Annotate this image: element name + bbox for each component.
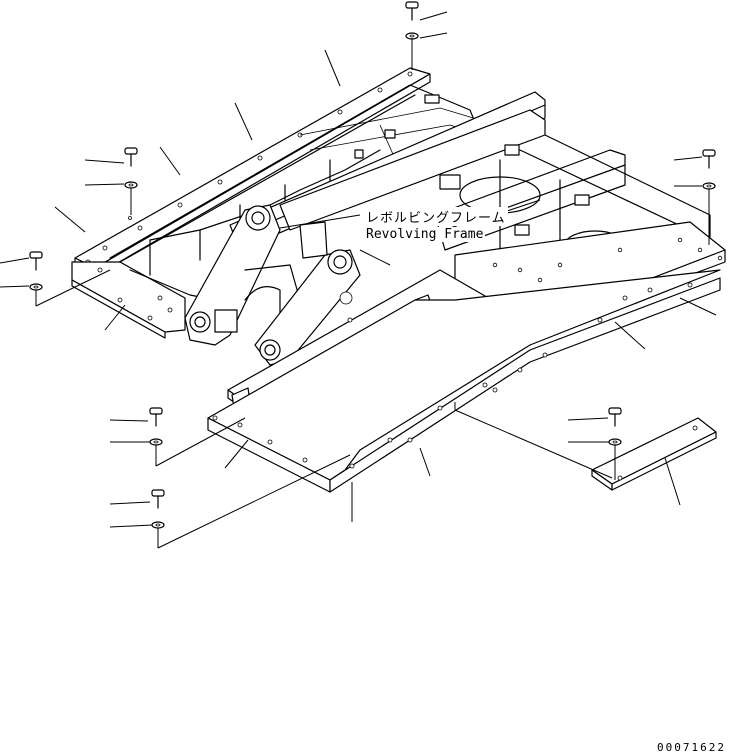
bolt-washer-left-upper <box>124 147 138 215</box>
bolt-washer-top <box>405 1 419 70</box>
bolt-washer-left-mid <box>29 251 111 307</box>
drawing-number: 00071622 <box>657 741 726 754</box>
front-lower-cover-plate <box>207 269 721 493</box>
bolt-washer-right-upper <box>702 149 716 245</box>
bolt-washer-front-left-1 <box>149 407 246 467</box>
left-upper-cover-plate <box>74 67 431 277</box>
left-front-cover-plate <box>71 261 186 339</box>
right-separate-plate <box>591 417 717 491</box>
part-name-japanese: レボルビングフレーム <box>364 207 508 226</box>
boom-bracket-left <box>184 204 301 346</box>
boom-bracket-right <box>254 221 361 366</box>
part-name-english: Revolving Frame <box>364 227 486 242</box>
bolt-washer-front-left-2 <box>151 454 351 549</box>
